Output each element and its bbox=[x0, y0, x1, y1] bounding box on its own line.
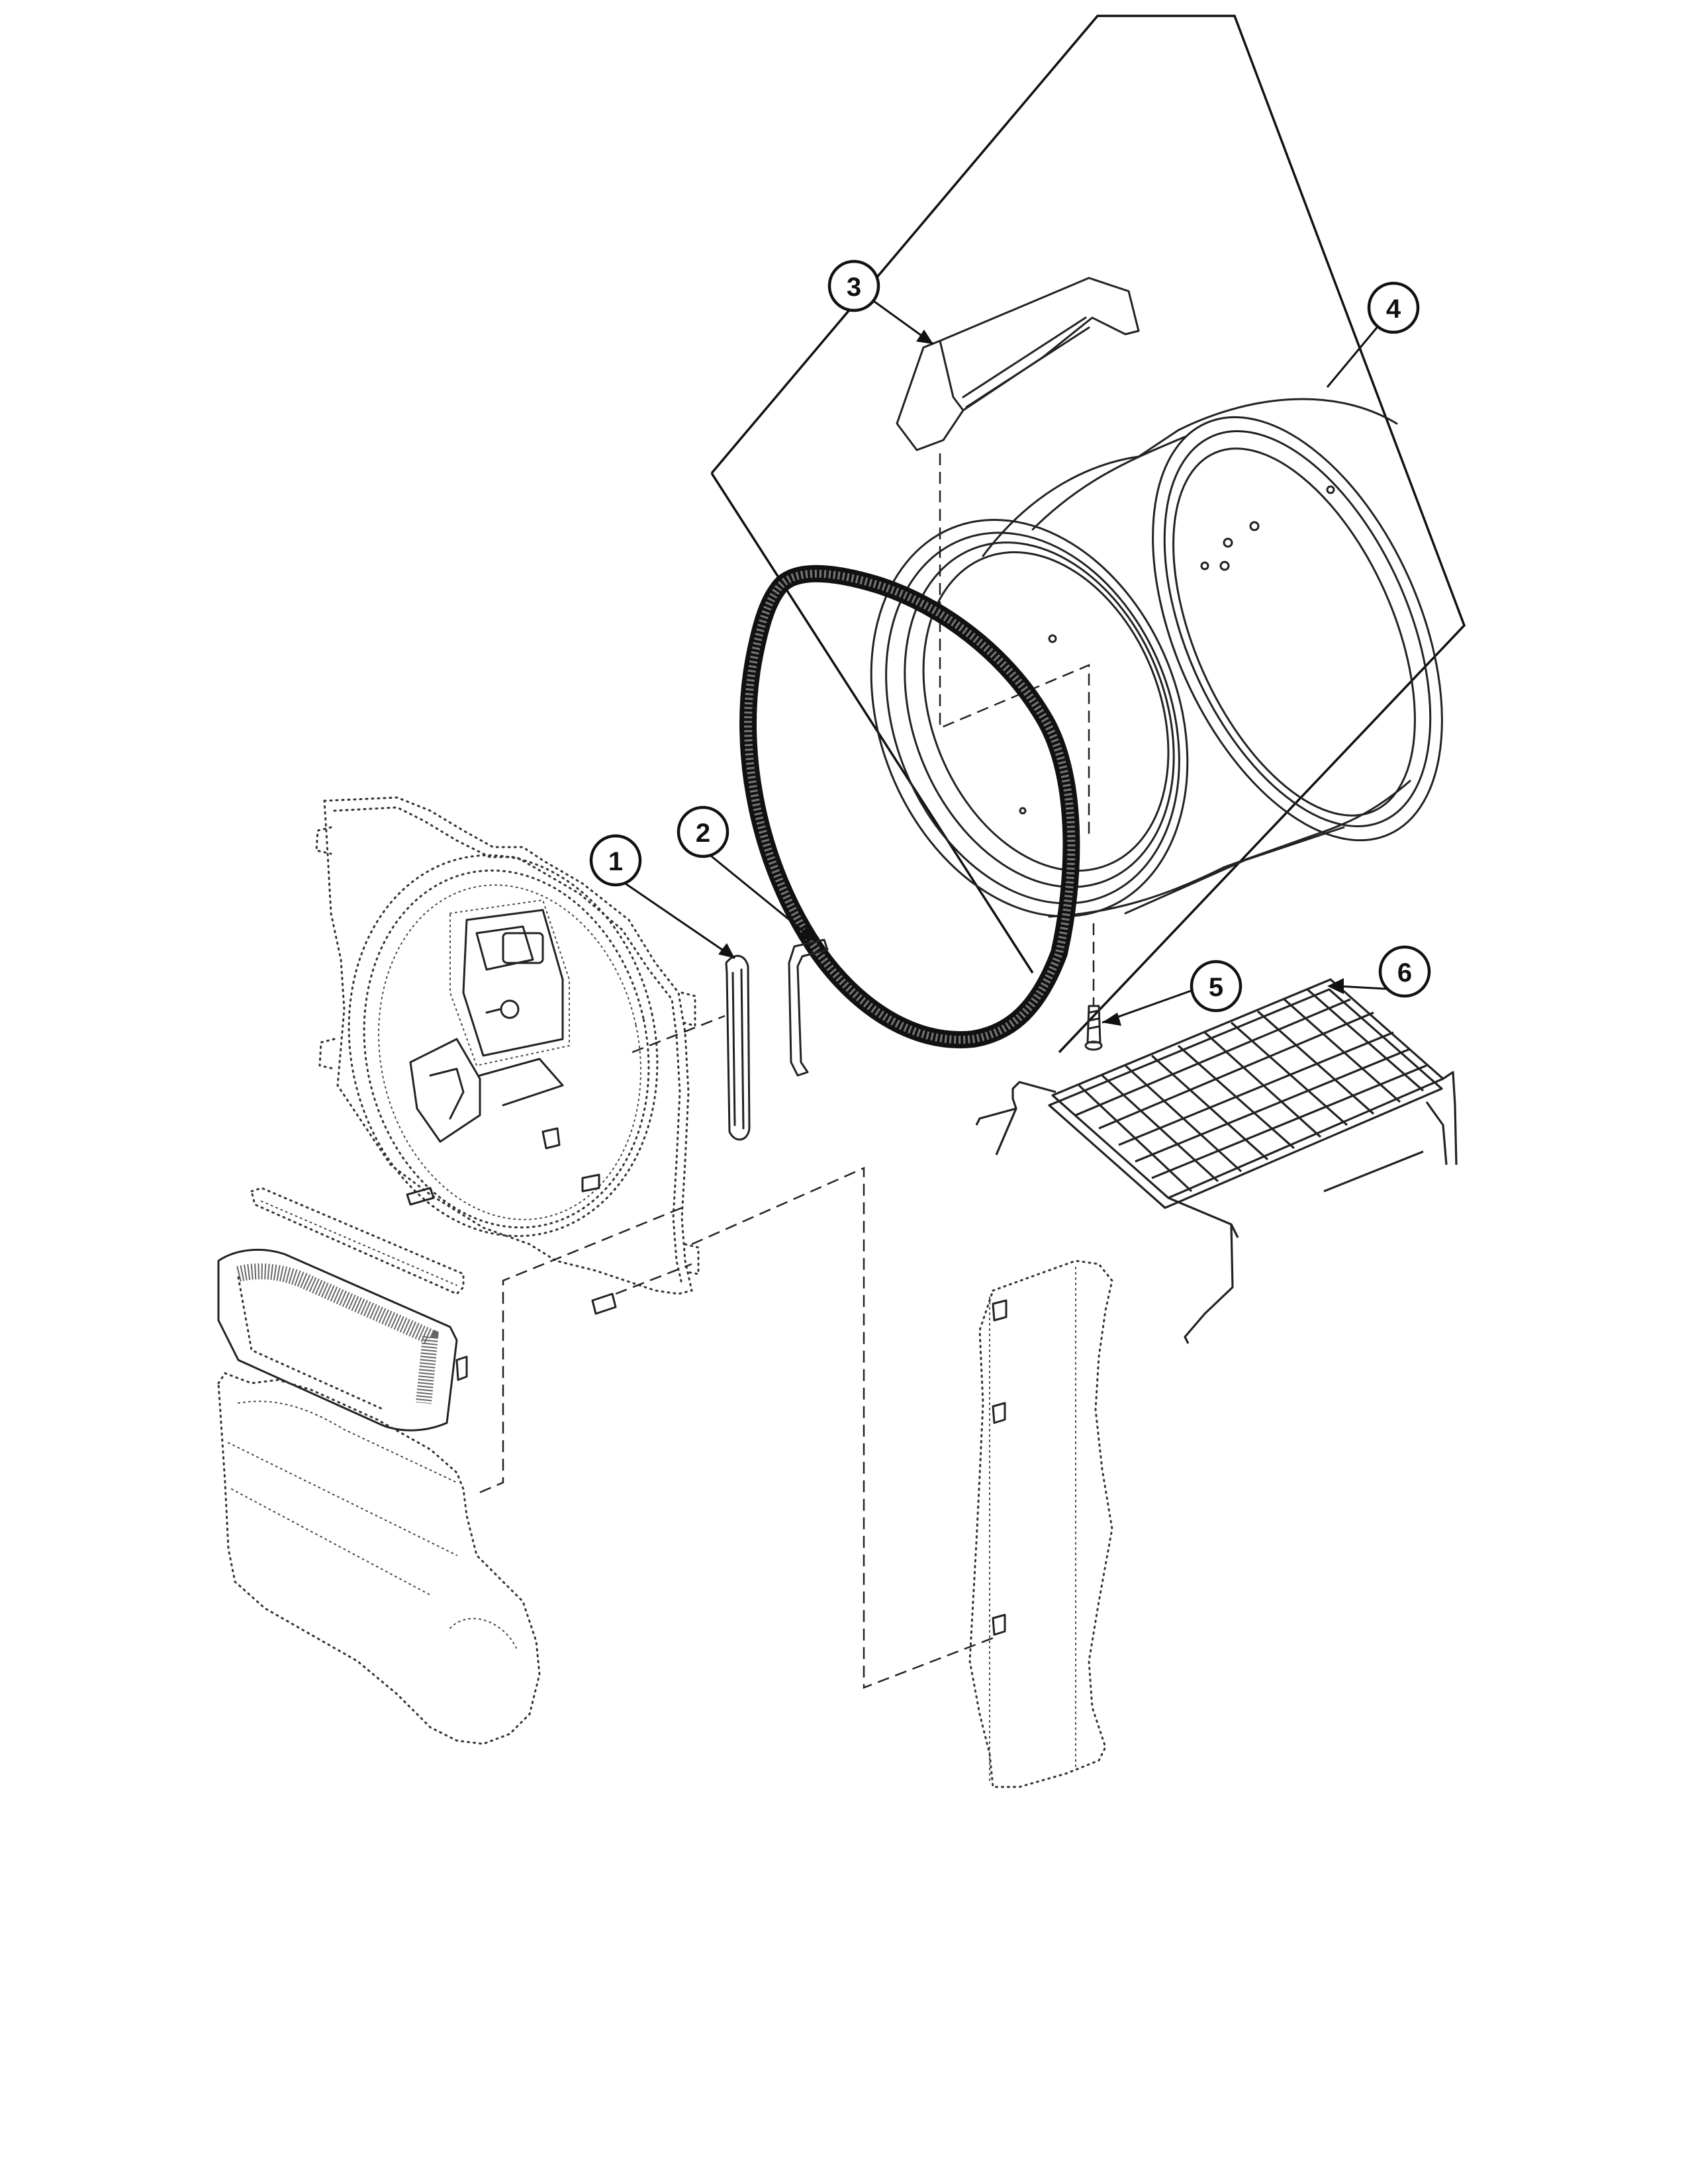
glide-clip bbox=[788, 938, 829, 1077]
drying-rack bbox=[975, 978, 1458, 1344]
front-bulkhead bbox=[315, 796, 700, 1315]
baffle-assembly-dashline bbox=[939, 453, 1090, 834]
callout-5-arrowhead bbox=[1102, 1013, 1121, 1026]
drum-baffle bbox=[896, 277, 1140, 451]
callout-2-leader bbox=[708, 852, 816, 942]
screw-bulkhead-dashline bbox=[615, 1263, 692, 1295]
dryer-drum bbox=[870, 398, 1443, 918]
callout-6-arrowhead bbox=[1327, 978, 1344, 994]
callout-6: 6 bbox=[1378, 945, 1431, 998]
callout-5-label: 5 bbox=[1209, 973, 1223, 1002]
bulkhead-assembly-dashline bbox=[632, 1015, 726, 1054]
callout-2: 2 bbox=[677, 805, 729, 858]
drum-front-seal bbox=[739, 565, 1080, 1049]
callout-6-label: 6 bbox=[1397, 958, 1412, 987]
side-duct-panel bbox=[968, 1259, 1113, 1788]
drum-assembly-bracket bbox=[710, 15, 1466, 1054]
lint-assembly-dashline bbox=[479, 1206, 682, 1494]
callout-1-leader bbox=[615, 876, 735, 960]
callout-3: 3 bbox=[827, 259, 880, 312]
callout-2-arrowhead bbox=[798, 927, 816, 941]
callout-4-label: 4 bbox=[1386, 295, 1401, 324]
callout-4-leader bbox=[1326, 327, 1378, 388]
lint-trap-assembly bbox=[217, 1187, 541, 1745]
callout-2-label: 2 bbox=[696, 819, 710, 848]
callout-1-label: 1 bbox=[608, 847, 623, 876]
drum-screw bbox=[1084, 1005, 1103, 1051]
callout-3-arrowhead bbox=[916, 330, 933, 344]
drum-assembly-bracket-diagonal bbox=[710, 473, 1034, 974]
callout-1: 1 bbox=[589, 834, 642, 887]
callout-1-arrowhead bbox=[718, 943, 735, 958]
callout-4: 4 bbox=[1367, 281, 1420, 334]
callout-5: 5 bbox=[1190, 960, 1243, 1013]
callout-3-label: 3 bbox=[847, 273, 861, 302]
front-glide bbox=[725, 954, 751, 1141]
duct-assembly-dashline bbox=[691, 1167, 994, 1689]
